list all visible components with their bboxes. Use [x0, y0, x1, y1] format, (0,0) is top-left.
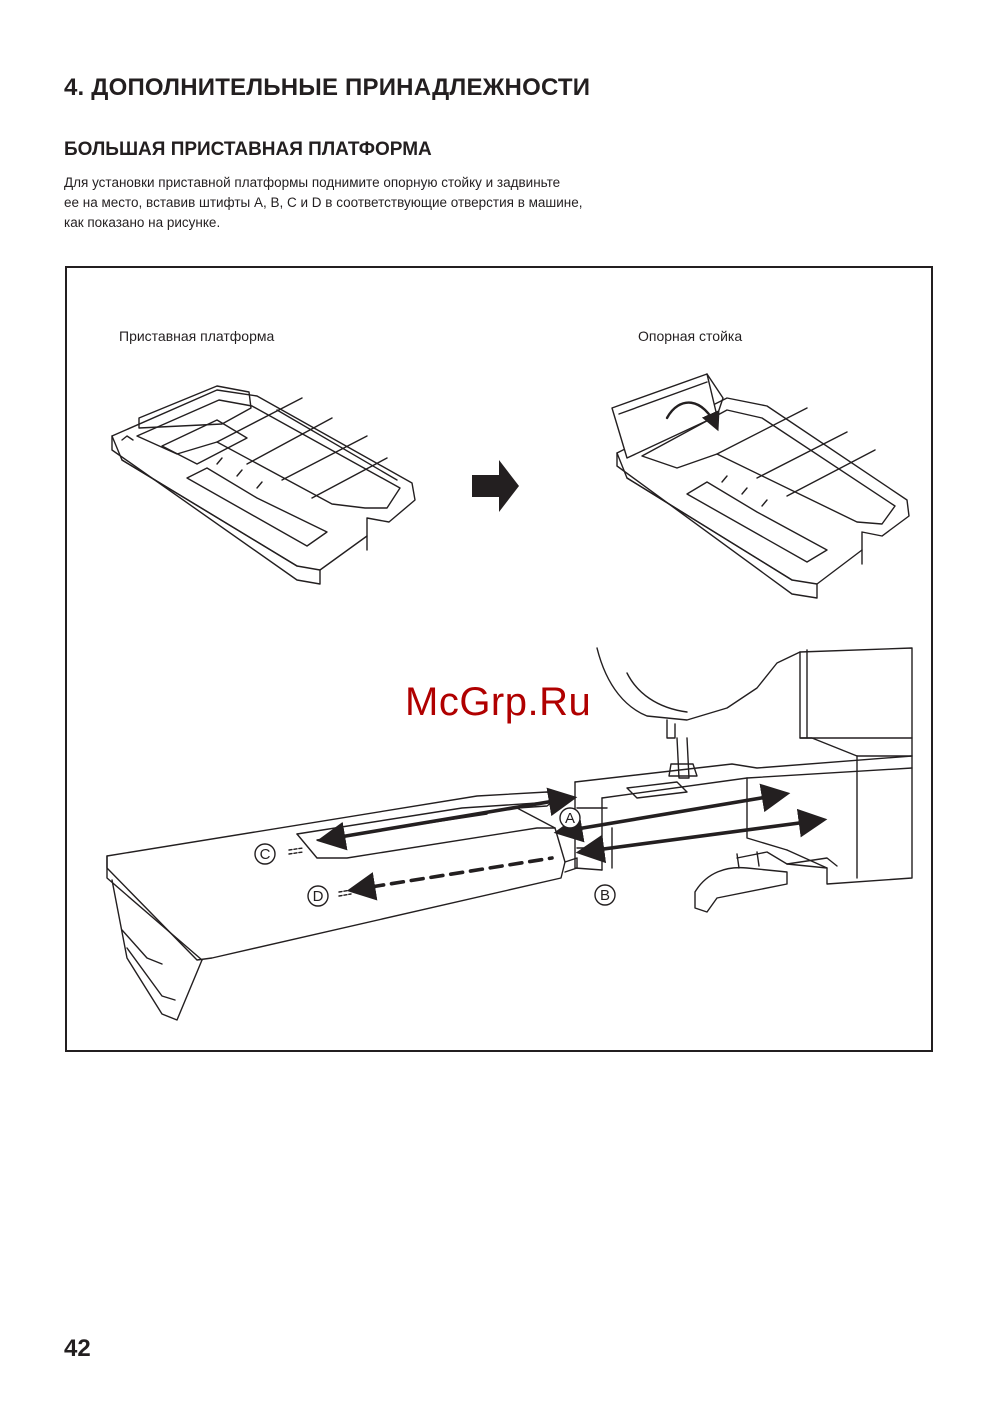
extension-table-attach-drawing: [106, 791, 578, 1021]
pin-b-label: B: [600, 887, 610, 904]
section-title: 4. ДОПОЛНИТЕЛЬНЫЕ ПРИНАДЛЕЖНОСТИ: [64, 74, 591, 101]
pin-labels: A B C D: [254, 807, 616, 907]
pin-b-circle: [594, 884, 616, 906]
extension-table-drawing: [111, 385, 416, 585]
pin-a-circle: [559, 807, 581, 829]
sewing-machine-drawing: [574, 647, 913, 913]
pin-a-label: A: [565, 810, 575, 827]
illustration: A B C D: [106, 373, 913, 1021]
pin-c-circle: [254, 843, 276, 865]
extension-table-label: Приставная платформа: [119, 328, 275, 344]
pin-d-label: D: [313, 888, 324, 905]
page-number: 42: [64, 1335, 91, 1362]
installation-figure: Приставная платформа Опорная стойка: [65, 266, 933, 1052]
right-arrow-icon: [472, 460, 519, 512]
support-leg-label: Опорная стойка: [638, 328, 743, 344]
watermark: McGrp.Ru: [405, 680, 592, 724]
pin-c-label: C: [260, 846, 271, 863]
instruction-line: как показано на рисунке.: [64, 215, 221, 230]
pin-d-circle: [307, 885, 329, 907]
insertion-arrows: [316, 783, 828, 901]
instruction-line: ее на место, вставив штифты A, B, C и D …: [64, 195, 583, 210]
instruction-line: Для установки приставной платформы подни…: [64, 175, 561, 190]
subsection-title: БОЛЬШАЯ ПРИСТАВНАЯ ПЛАТФОРМА: [64, 139, 432, 160]
instructions-paragraph: Для установки приставной платформы подни…: [64, 173, 664, 233]
extension-table-leg-raised-drawing: [611, 373, 910, 599]
